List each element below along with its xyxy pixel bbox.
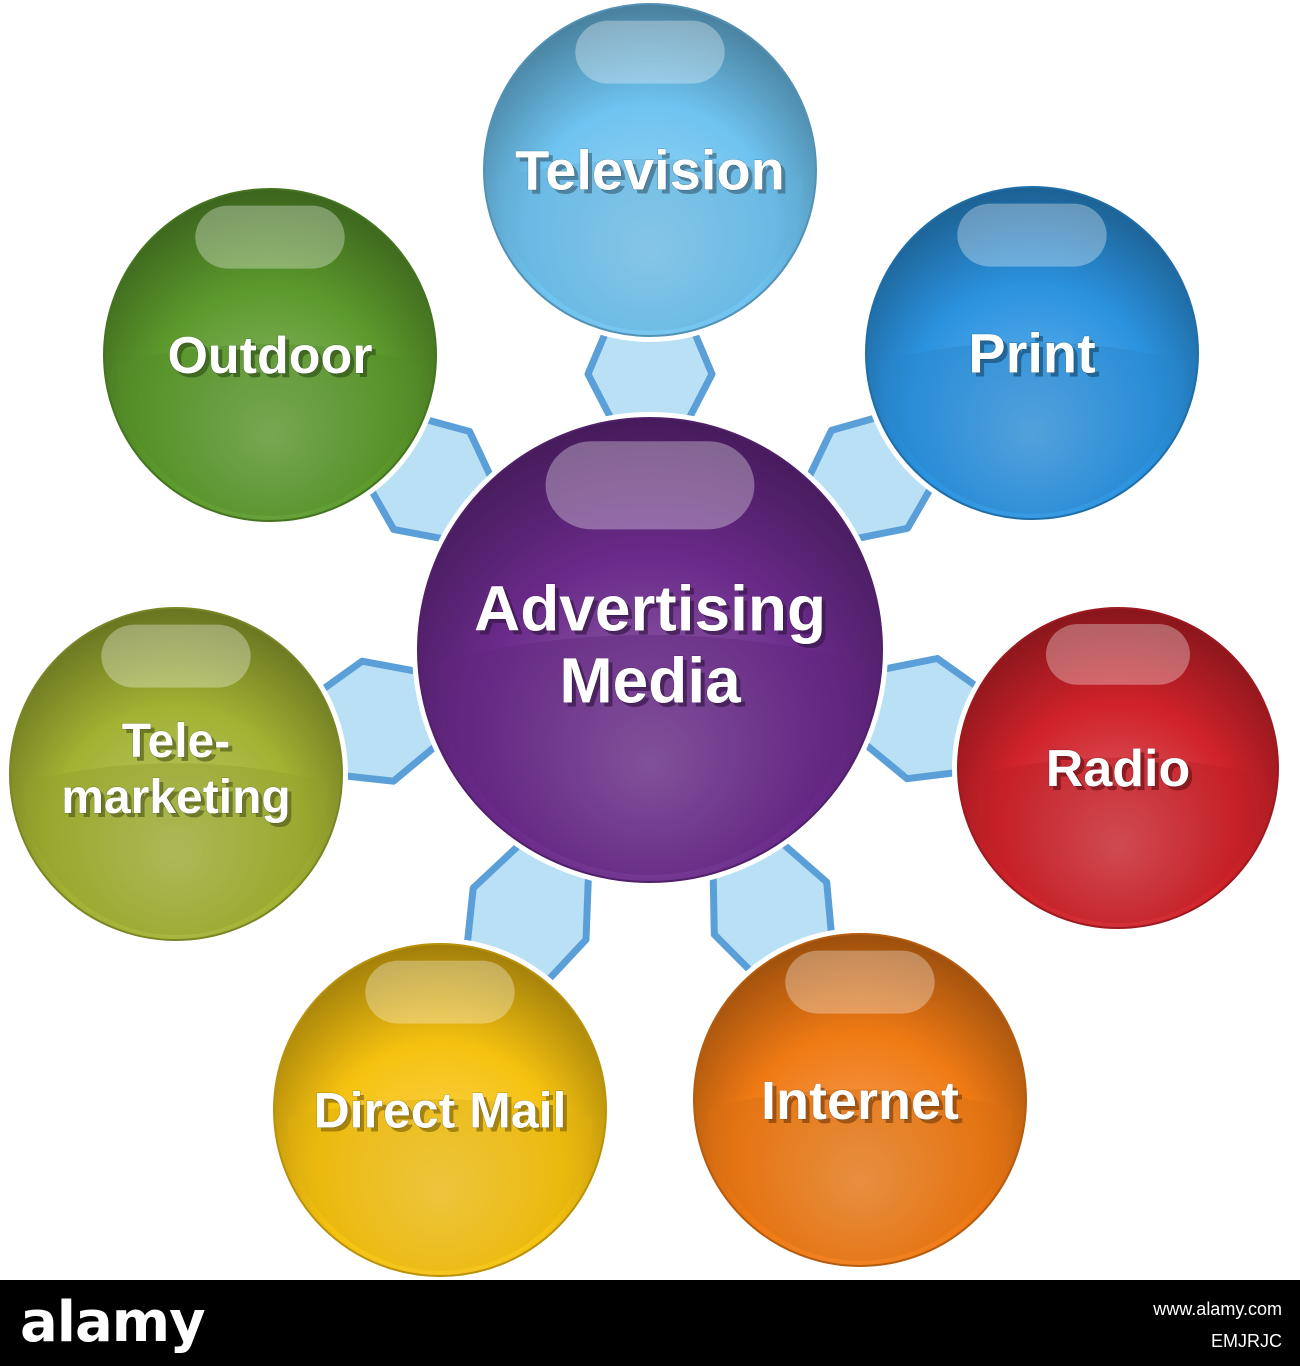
center-sphere-body (417, 417, 883, 883)
brand-logo: alamy (20, 1290, 206, 1355)
telemarketing-highlight (101, 624, 251, 688)
radio-highlight (1046, 624, 1190, 685)
direct-mail-lower-band (287, 1099, 593, 1271)
television-lower-band (497, 159, 803, 331)
outdoor-label: Outdoor (167, 327, 372, 385)
center-lower-band (436, 634, 864, 876)
telemarketing-lower-band (23, 763, 329, 936)
center-highlight (545, 441, 755, 530)
radio-lower-band (970, 757, 1266, 924)
print-lower-band (879, 342, 1185, 514)
telemarketing-label-shadow: Tele- (126, 719, 234, 772)
telemarketing-label: Tele- (122, 715, 230, 768)
television-highlight (575, 20, 725, 84)
internet-sphere-body (693, 933, 1027, 1267)
print-label: Print (968, 322, 1096, 385)
center-label: Advertising (474, 572, 826, 644)
center-label-shadow: Advertising (478, 576, 830, 648)
internet-highlight (785, 950, 935, 1014)
television-label-shadow: Television (519, 143, 789, 206)
internet-lower-band (707, 1089, 1013, 1261)
television-label: Television (515, 139, 785, 202)
print-label-shadow: Print (972, 326, 1100, 389)
direct-mail-label-shadow: Direct Mail (318, 1087, 571, 1143)
center-label-shadow: Media (563, 648, 745, 720)
image-url: www.alamy.com (1153, 1299, 1282, 1319)
outdoor-highlight (195, 205, 345, 269)
outdoor-sphere-body (103, 188, 437, 522)
internet-label-shadow: Internet (765, 1075, 963, 1135)
telemarketing-label: marketing (61, 771, 290, 824)
watermark-bar: alamy www.alamy.com EMJRJC (0, 1280, 1300, 1366)
print-highlight (957, 203, 1107, 267)
node-group: TelevisionTelevisionPrintPrintRadioRadio… (4, 0, 1284, 1280)
print-sphere-body (865, 186, 1199, 520)
outdoor-lower-band (117, 344, 423, 517)
direct-mail-sphere-body (273, 943, 607, 1277)
direct-mail-label: Direct Mail (314, 1083, 567, 1139)
hub-and-spoke-diagram: TelevisionTelevisionPrintPrintRadioRadio… (4, 0, 1284, 1280)
radio-label: Radio (1046, 740, 1190, 798)
radio-label-shadow: Radio (1050, 744, 1194, 802)
television-sphere-body (483, 3, 817, 337)
direct-mail-highlight (365, 960, 515, 1024)
radio-sphere-body (957, 607, 1279, 929)
internet-label: Internet (761, 1071, 959, 1131)
telemarketing-label-shadow: marketing (65, 775, 294, 828)
center-label: Media (559, 644, 741, 716)
telemarketing-sphere-body (9, 607, 343, 941)
image-id: EMJRJC (1211, 1331, 1282, 1351)
outdoor-label-shadow: Outdoor (171, 331, 376, 389)
